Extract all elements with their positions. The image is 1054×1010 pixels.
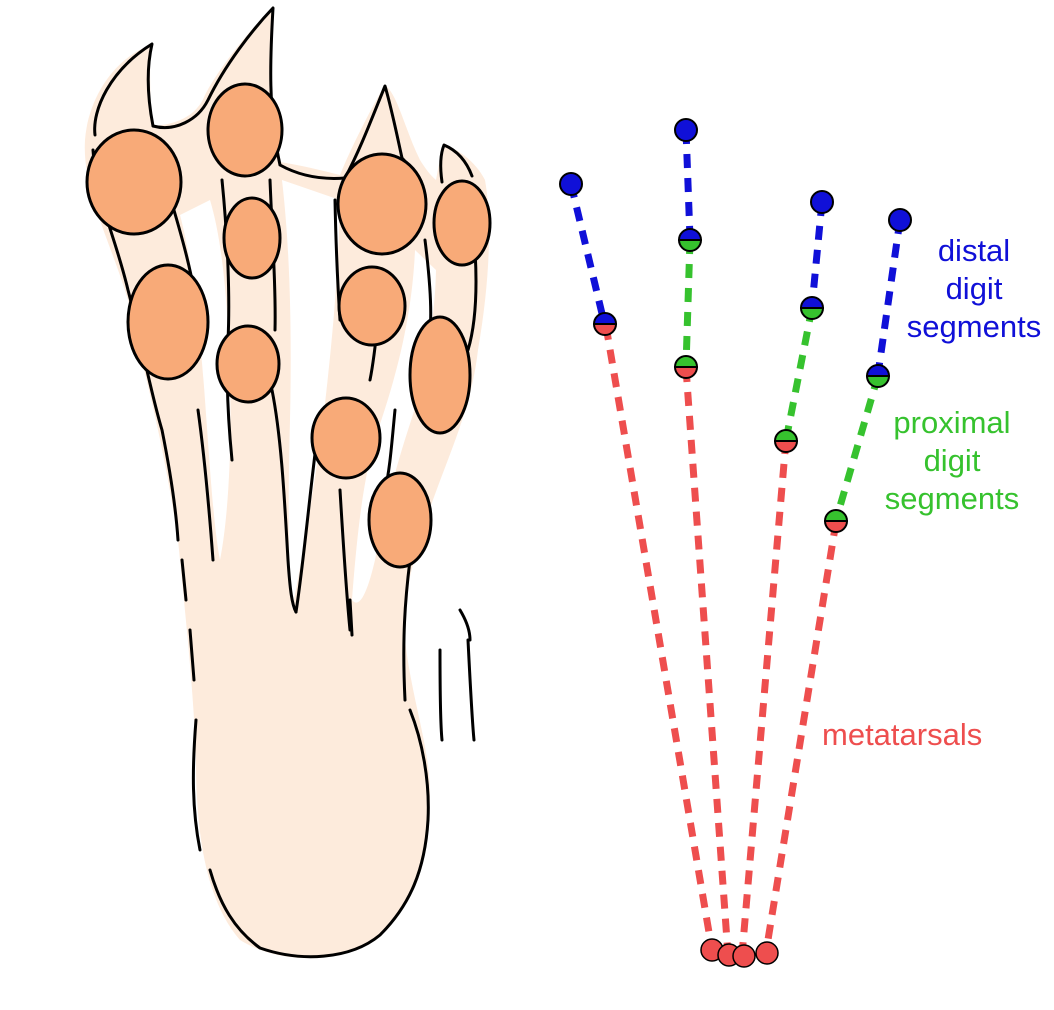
pad-d4-distal [432, 179, 492, 267]
joint-3-distal-proximal [799, 296, 825, 320]
metatarsals-label-text: metatarsals [822, 717, 983, 752]
pad-d2-middle [222, 196, 282, 280]
metatarsal-lines [602, 325, 840, 956]
foot-outlines [91, 6, 478, 959]
proximal-3 [782, 307, 816, 441]
proximal-2 [682, 239, 694, 367]
proximal-label-line-1: proximal [893, 405, 1011, 440]
metatarsals-label: metatarsals [822, 716, 1008, 754]
tip-4 [888, 208, 912, 232]
proximal-4 [832, 375, 882, 521]
joint-4-distal-proximal [865, 364, 891, 388]
metatarsal-1 [602, 325, 716, 951]
pad-d2-distal [206, 82, 284, 178]
pad-d1-distal [85, 128, 183, 236]
distal-3 [808, 201, 826, 307]
proximal-lines [682, 239, 882, 521]
distal-label-line-2: digit [945, 271, 1003, 306]
proximal-digit-segments-label: proximal digit segments [872, 404, 1032, 518]
distal-digit-segments-label: distal digit segments [896, 232, 1052, 346]
distal-tips [559, 118, 912, 232]
distal-1 [567, 183, 608, 323]
foot-illustration [84, 6, 492, 959]
distal-label-line-3: segments [906, 309, 1042, 344]
segment-schematic [559, 118, 912, 968]
tip-1 [559, 172, 583, 196]
tip-2 [674, 118, 698, 142]
joint-2-proximal-metatarsal [673, 355, 699, 379]
pad-d2-proximal [215, 324, 281, 404]
joint-3-proximal-metatarsal [773, 429, 799, 453]
pads [85, 82, 492, 569]
proximal-label-line-3: segments [884, 481, 1020, 516]
pad-d3-proximal [310, 396, 382, 480]
gap-2 [282, 180, 340, 610]
metatarsal-bases [700, 938, 779, 968]
proximal-label-line-2: digit [923, 443, 981, 478]
distal-2 [682, 129, 694, 239]
pad-d3-middle [337, 265, 407, 347]
joint-4-proximal-metatarsal [823, 509, 849, 533]
tip-3 [810, 190, 834, 214]
pad-d4-middle [408, 315, 472, 435]
joint-2-distal-proximal [677, 228, 703, 252]
joint-markers [592, 228, 891, 533]
base-4 [755, 941, 779, 965]
pad-d4-proximal [367, 471, 433, 569]
distal-label-line-1: distal [937, 233, 1011, 268]
pad-d3-distal [336, 152, 428, 256]
metatarsal-4 [762, 521, 840, 953]
joint-1-distal-metatarsal [592, 312, 618, 336]
metatarsal-2 [682, 367, 732, 956]
pad-d1-proximal [126, 263, 210, 381]
distal-4 [874, 219, 904, 375]
base-3 [732, 944, 756, 968]
gap-1 [180, 200, 231, 560]
distal-lines [567, 129, 904, 375]
